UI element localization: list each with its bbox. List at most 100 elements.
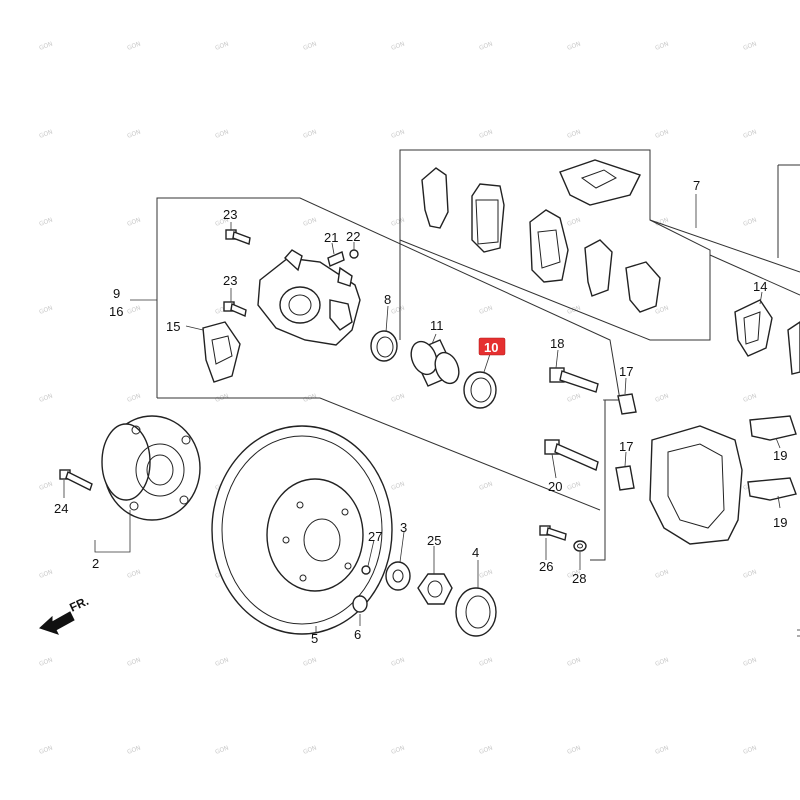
nut-25-body <box>417 573 453 605</box>
retainer-14-slot <box>743 311 761 345</box>
callout-14: 14 <box>753 279 767 294</box>
cap-4-face <box>465 595 491 629</box>
bolt-part-23-upper[interactable] <box>225 229 251 245</box>
watermark-text: GON <box>126 129 141 140</box>
brake-pad-set[interactable] <box>421 159 661 313</box>
front-direction-indicator: FR. <box>39 594 91 635</box>
caliper-ear-top <box>284 249 303 272</box>
caliper-body[interactable] <box>257 249 361 346</box>
callout-26: 26 <box>539 559 553 574</box>
bolt-part-23-lower[interactable] <box>223 301 247 317</box>
rotor-hat <box>266 478 364 592</box>
pad-clip-part-19-upper[interactable] <box>749 415 797 441</box>
watermark-text: GON <box>38 745 53 756</box>
hub-cap-part-4[interactable] <box>455 587 497 637</box>
hub-stud-4 <box>129 501 139 511</box>
watermark-text: GON <box>214 657 229 668</box>
washer-part-28[interactable] <box>573 540 587 552</box>
spindle-nut-part-25[interactable] <box>417 573 453 605</box>
guide-pin-part-20[interactable] <box>544 439 599 471</box>
watermark-text: GON <box>742 393 757 404</box>
frame-support-group <box>709 254 800 296</box>
watermark-text: GON <box>654 393 669 404</box>
brake-rotor-part-5[interactable] <box>211 425 393 635</box>
front-arrow-label: FR. <box>67 594 90 615</box>
watermark-text: GON <box>566 129 581 140</box>
rotor-hole-3 <box>344 562 352 570</box>
pad-plate-1-friction <box>475 199 499 245</box>
watermark-text: GON <box>302 745 317 756</box>
watermark-text: GON <box>654 217 669 228</box>
rotor-screw-part-27[interactable] <box>361 565 371 575</box>
callout-9: 9 <box>113 286 120 301</box>
callout-28: 28 <box>572 571 586 586</box>
watermark-text: GON <box>742 129 757 140</box>
leader-lines <box>63 194 781 632</box>
rotor-hole-1 <box>296 501 304 509</box>
watermark-text: GON <box>38 393 53 404</box>
callout-18: 18 <box>550 336 564 351</box>
nut-part-6[interactable] <box>352 595 368 613</box>
watermark-text: GON <box>214 129 229 140</box>
callout-7: 7 <box>693 178 700 193</box>
piston-part-11[interactable] <box>407 338 464 387</box>
watermark-text: GON <box>390 305 405 316</box>
callout-23-lower: 23 <box>223 273 237 288</box>
watermark-text: GON <box>38 481 53 492</box>
watermark-text: GON <box>566 745 581 756</box>
watermark-text: GON <box>38 305 53 316</box>
pin-boot-part-17-upper[interactable] <box>617 393 637 415</box>
pad-retainer-part-14[interactable] <box>734 299 773 357</box>
hub-bolt-part-24[interactable] <box>59 469 93 491</box>
watermark-text: GON <box>302 657 317 668</box>
watermark-text: GON <box>654 129 669 140</box>
pin-boot-part-17-lower[interactable] <box>615 465 635 491</box>
watermark-text: GON <box>566 305 581 316</box>
caliper-bore-inner <box>288 294 312 316</box>
guide-pin-part-18[interactable] <box>549 367 599 393</box>
watermark-text: GON <box>126 569 141 580</box>
watermark-text: GON <box>742 217 757 228</box>
watermark-text: GON <box>390 481 405 492</box>
watermark-text: GON <box>566 657 581 668</box>
retainer-right-body <box>787 321 800 375</box>
callout-10[interactable]: 10 <box>484 340 498 355</box>
watermark-text: GON <box>742 569 757 580</box>
bleeder-cap-part-22[interactable] <box>349 249 359 259</box>
pad-clip-part-19-lower[interactable] <box>747 477 797 501</box>
bolt-23-upper-shank <box>232 231 251 245</box>
frame-caliper-group <box>156 197 621 561</box>
clip-19-lower-body <box>747 477 797 501</box>
pad-sheet-detail <box>580 169 617 189</box>
bolt-24-shank <box>65 471 93 491</box>
nut-6-body <box>352 595 368 613</box>
washer-3-inner <box>392 569 404 583</box>
watermark-text: GON <box>38 217 53 228</box>
watermark-text: GON <box>742 657 757 668</box>
callout-24: 24 <box>54 501 68 516</box>
callout-21: 21 <box>324 230 338 245</box>
screw-27-head <box>361 565 371 575</box>
pad-spring-part-15[interactable] <box>202 321 241 383</box>
callout-19-lower: 19 <box>773 515 787 530</box>
washer-part-3[interactable] <box>385 561 411 591</box>
pad-shim-inner-2 <box>625 261 661 313</box>
frame-pad-group <box>399 149 800 340</box>
watermark-text: GON <box>566 481 581 492</box>
piston-seal-part-8[interactable] <box>370 330 398 362</box>
watermark-text: GON <box>478 41 493 52</box>
pin-18-shank <box>559 370 599 393</box>
callout-11: 11 <box>430 318 444 333</box>
watermark-text: GON <box>390 41 405 52</box>
hub-bearing-part-2[interactable] <box>101 415 201 521</box>
bolt-part-26[interactable] <box>539 525 567 541</box>
nut-25-bore <box>427 580 443 598</box>
bleeder-screw-part-21[interactable] <box>327 251 345 267</box>
callout-3: 3 <box>400 520 407 535</box>
watermark-text: GON <box>478 481 493 492</box>
piston-boot-part-10[interactable] <box>463 371 497 409</box>
caliper-bore <box>279 286 321 324</box>
caliper-bracket[interactable] <box>649 425 743 545</box>
callout-6: 6 <box>354 627 361 642</box>
watermark-text: GON <box>654 41 669 52</box>
